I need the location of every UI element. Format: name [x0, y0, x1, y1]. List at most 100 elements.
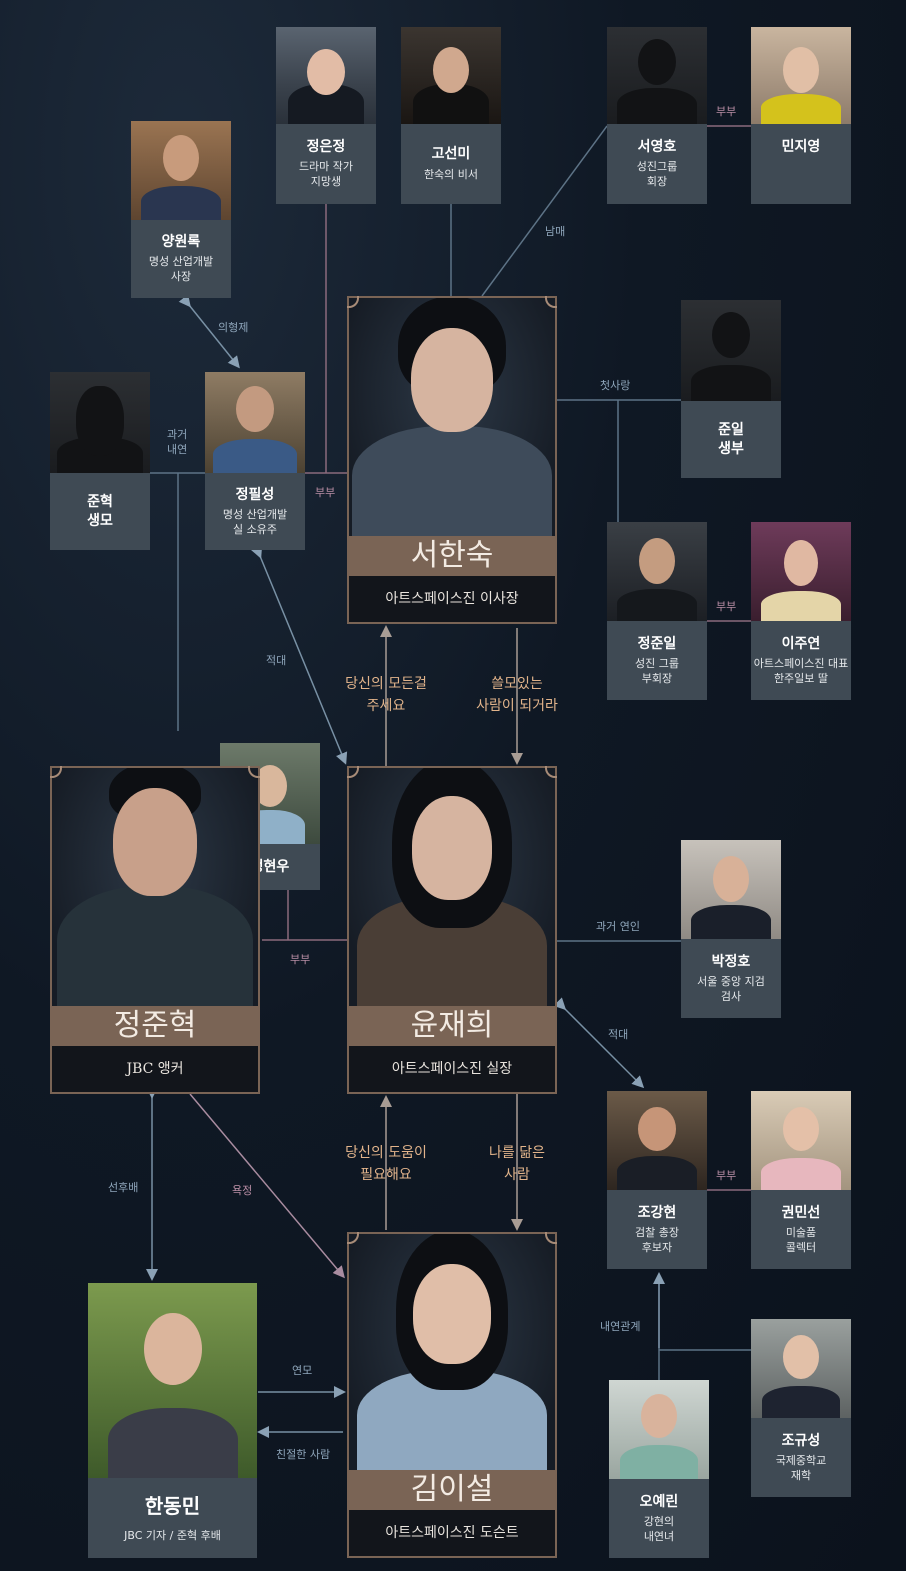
- name: 오예린: [639, 1493, 679, 1510]
- card-min-jiyeong[interactable]: 민지영: [751, 27, 851, 204]
- name: 한동민: [144, 1493, 201, 1518]
- rel-label-seonhubae: 선후배: [108, 1181, 139, 1194]
- rel-label-bubu: 부부: [716, 1169, 737, 1182]
- rel-label-jeokdae: 적대: [266, 654, 287, 667]
- photo-junhyeok-mother-silhouette: [50, 372, 150, 473]
- name-seo-hansuk: 서한숙: [349, 536, 555, 576]
- photo-yang-wonrok: [131, 121, 231, 220]
- card-go-seonmi[interactable]: 고선미 한숙의 비서: [401, 27, 501, 204]
- rel-label-yeonmo: 연모: [292, 1364, 313, 1377]
- name: 박정호: [711, 953, 751, 970]
- photo-go-seonmi: [401, 27, 501, 124]
- corner-ornament: [347, 1232, 359, 1244]
- corner-ornament: [545, 1232, 557, 1244]
- portrait-seo-hansuk: [349, 298, 555, 536]
- photo-junil-father-silhouette: [681, 300, 781, 401]
- corner-ornament: [347, 296, 359, 308]
- corner-ornament: [545, 766, 557, 778]
- name: 조규성: [781, 1432, 821, 1449]
- card-han-dongmin[interactable]: 한동민 JBC 기자 / 준혁 후배: [88, 1283, 257, 1558]
- rel-label-chinjeolhan: 친절한 사람: [276, 1448, 331, 1461]
- rel-label-cheotsarang: 첫사랑: [600, 379, 631, 392]
- name: 정현우: [250, 858, 290, 875]
- rel-label-bubu: 부부: [716, 105, 737, 118]
- name: 정은정: [306, 139, 346, 156]
- rel-label-uihyeongje: 의형제: [218, 321, 249, 334]
- rel-label-naeyeon-gwangye: 내연관계: [600, 1320, 641, 1333]
- photo-gwon-minseon: [751, 1091, 851, 1190]
- portrait-jeong-junhyeok: [52, 768, 258, 1006]
- photo-han-dongmin: [88, 1283, 257, 1478]
- name: 조강현: [637, 1204, 677, 1221]
- rel-label-naeyeon: 내연: [167, 443, 188, 456]
- photo-jo-gyuseong: [751, 1319, 851, 1418]
- name: 민지영: [781, 139, 821, 155]
- photo-jeong-eunjeong: [276, 27, 376, 124]
- main-card-seo-hansuk[interactable]: 서한숙 아트스페이스진 이사장: [347, 296, 557, 624]
- photo-jo-ganghyeon: [607, 1091, 707, 1190]
- photo-jeong-junil: [607, 522, 707, 621]
- portrait-kim-iseol: [349, 1234, 555, 1470]
- rel-label-nammae: 남매: [545, 225, 566, 238]
- photo-jeong-pilseong: [205, 372, 305, 473]
- corner-ornament: [545, 296, 557, 308]
- rel-label-bubu: 부부: [315, 486, 336, 499]
- role-yun-jaehui: 아트스페이스진 실장: [349, 1046, 555, 1092]
- photo-park-jeongho: [681, 840, 781, 939]
- rel-label-gwageo-yeonin: 과거 연인: [596, 920, 640, 933]
- photo-lee-juyeon: [751, 522, 851, 621]
- name: 이주연: [781, 635, 821, 652]
- role-kim-iseol: 아트스페이스진 도슨트: [349, 1510, 555, 1556]
- role-jeong-junhyeok: JBC 앵커: [52, 1046, 258, 1092]
- name: 정준일: [637, 635, 677, 652]
- desc: JBC 기자 / 준혁 후배: [124, 1528, 221, 1542]
- corner-ornament: [248, 766, 260, 778]
- rel-label-jeokdae: 적대: [608, 1028, 629, 1041]
- desc: 한숙의 비서: [423, 167, 479, 181]
- photo-seo-yeongho-silhouette: [607, 27, 707, 124]
- photo-o-yerin: [609, 1380, 709, 1479]
- rel-label-yokjeong: 욕정: [232, 1184, 253, 1197]
- role-seo-hansuk: 아트스페이스진 이사장: [349, 576, 555, 622]
- name: 고선미: [431, 146, 471, 163]
- corner-ornament: [50, 766, 62, 778]
- main-card-yun-jaehui[interactable]: 윤재희 아트스페이스진 실장: [347, 766, 557, 1094]
- rel-label-bubu: 부부: [290, 953, 311, 966]
- photo-min-jiyeong: [751, 27, 851, 124]
- name-jeong-junhyeok: 정준혁: [52, 1006, 258, 1046]
- name-kim-iseol: 김이설: [349, 1470, 555, 1510]
- main-card-jeong-junhyeok[interactable]: 정준혁 JBC 앵커: [50, 766, 260, 1094]
- rel-label-gwageo: 과거: [167, 428, 188, 441]
- name-yun-jaehui: 윤재희: [349, 1006, 555, 1046]
- main-card-kim-iseol[interactable]: 김이설 아트스페이스진 도슨트: [347, 1232, 557, 1558]
- name: 서영호: [637, 139, 677, 156]
- name: 정필성: [235, 486, 275, 503]
